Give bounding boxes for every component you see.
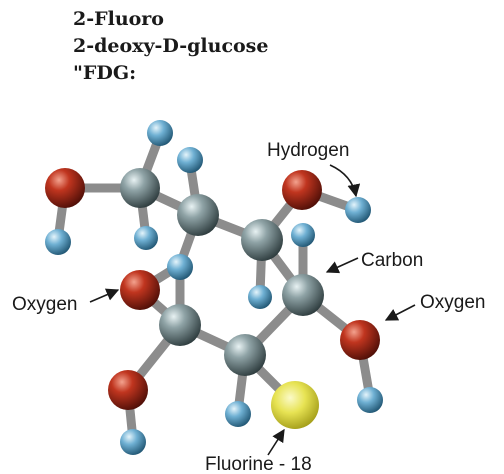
fluorine-atom [271, 381, 319, 429]
oxygen-atom [120, 270, 160, 310]
carbon-atom [159, 304, 201, 346]
hydrogen-label: Hydrogen [267, 140, 349, 161]
carbon-atom [224, 334, 266, 376]
carbon-label: Carbon [361, 250, 423, 271]
carbon-atom [241, 219, 283, 261]
hydrogen-atom [45, 229, 71, 255]
title-line-1: 2-Fluoro [73, 8, 164, 30]
fluorine-arrow [267, 428, 285, 456]
carbon-arrow [325, 257, 359, 274]
oxygen-atom [108, 370, 148, 410]
hydrogen-atom [147, 120, 173, 146]
hydrogen-atoms [45, 120, 383, 455]
molecule-title: 2-Fluoro 2-deoxy-D-glucose "FDG: [73, 6, 268, 87]
title-line-2: 2-deoxy-D-glucose [73, 35, 269, 57]
annotation-arrows [89, 164, 416, 456]
hydrogen-atom [167, 254, 193, 280]
hydrogen-atom [134, 226, 158, 250]
hydrogen-atom [177, 147, 203, 173]
fluorine-label: Fluorine - 18 [205, 454, 312, 474]
oxygen-atoms [45, 168, 380, 410]
oxygen-atom [340, 320, 380, 360]
hydrogen-atom [248, 285, 272, 309]
hydrogen-atom [120, 429, 146, 455]
oxygen-atom [282, 170, 322, 210]
bonds [53, 130, 375, 445]
oxygen-left-label: Oxygen [12, 294, 77, 315]
oxygen-right-label: Oxygen [420, 292, 485, 313]
hydrogen-atom [291, 223, 315, 247]
carbon-atom [120, 168, 160, 208]
title-line-3: "FDG: [73, 62, 137, 84]
hydrogen-atom [225, 401, 251, 427]
carbon-atom [177, 194, 219, 236]
oxygen-atom [45, 168, 85, 208]
carbon-atoms [120, 168, 324, 376]
oxygen-left-arrow [89, 288, 120, 303]
hydrogen-atom [357, 387, 383, 413]
oxygen-right-arrow [384, 304, 416, 321]
carbon-atom [282, 274, 324, 316]
hydrogen-arrow [329, 164, 361, 198]
hydrogen-atom [345, 197, 371, 223]
